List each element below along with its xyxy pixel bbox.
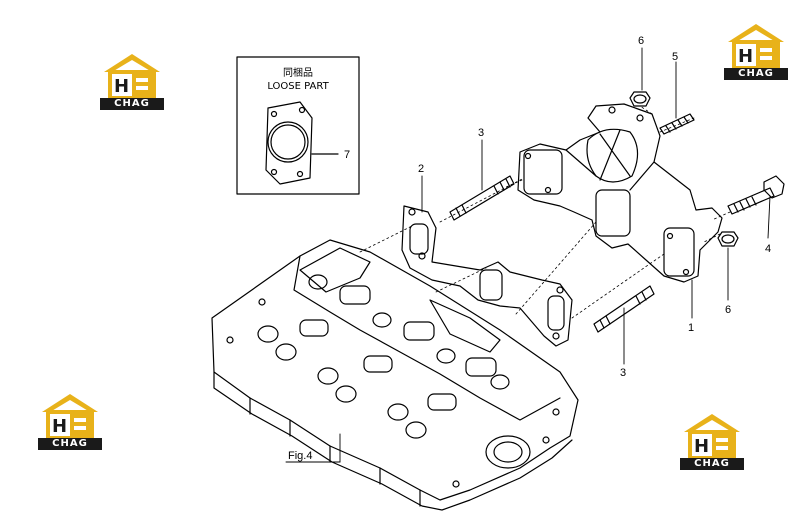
assembly-lines [359,105,731,319]
callout-5: 5 [672,51,678,63]
manifold-gasket-2 [401,205,573,347]
logo-mark: H [52,416,67,437]
gasket-7-icon [265,101,313,185]
watermark-logo-top-right: H CHAG [724,22,788,80]
callout-1: 1 [688,322,694,334]
nut-6-right [717,231,739,247]
callout-6-top: 6 [638,35,644,47]
watermark-logo-top-left: H CHAG [100,52,164,110]
loose-part-title-jp: 同梱品 [283,66,313,79]
logo-mark: H [114,76,129,97]
logo-mark: H [694,436,709,457]
watermark-logo-bottom-left: H CHAG [38,392,102,450]
bolt-4 [727,175,785,215]
logo-mark: H [738,46,753,67]
logo-word: CHAG [100,98,164,110]
watermark-logo-bottom-right: H CHAG [680,412,744,470]
stud-3-lower [593,285,655,333]
leader-lines [285,47,771,463]
cylinder-head [211,239,579,511]
callout-7: 7 [344,149,350,161]
callout-4: 4 [765,243,771,255]
logo-word: CHAG [680,458,744,470]
exhaust-manifold-1 [517,103,723,283]
callout-2: 2 [418,163,424,175]
loose-part-title-en: LOOSE PART [267,81,329,92]
callout-6-right: 6 [725,304,731,316]
stud-5 [659,113,695,135]
logo-word: CHAG [38,438,102,450]
callout-3-upper: 3 [478,127,484,139]
callout-3-lower: 3 [620,367,626,379]
logo-word: CHAG [724,68,788,80]
figure-reference: Fig.4 [288,450,312,462]
loose-part-box [236,56,360,195]
nut-6-top [629,91,651,107]
